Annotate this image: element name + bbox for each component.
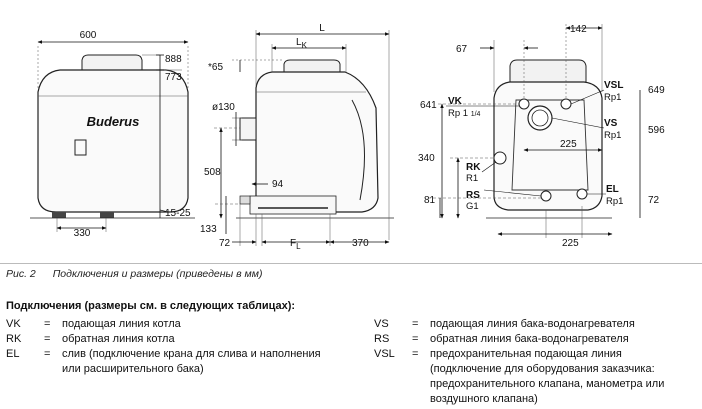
legend-desc: подающая линия котла bbox=[62, 318, 181, 330]
dim-FL-label: FL bbox=[290, 238, 301, 251]
dim-225-upper-label: 225 bbox=[560, 139, 577, 150]
front-view: Buderus 600 888 773 15-25 330 bbox=[30, 30, 195, 239]
dim-596-label: 596 bbox=[648, 125, 665, 136]
legend-desc: слив (подключение крана для слива и напо… bbox=[62, 348, 321, 375]
vs-connection bbox=[527, 105, 553, 131]
legend-code: EL bbox=[6, 348, 20, 360]
el-label: EL bbox=[606, 184, 619, 195]
rear-view: 67 142 641 340 81 225 225 VK Rp 1 1/4 RK… bbox=[418, 24, 665, 249]
legend-code: VSL bbox=[374, 348, 395, 360]
vsl-thread-label: Rp1 bbox=[604, 92, 621, 103]
dim-142-label: 142 bbox=[570, 24, 587, 35]
dim-81-label: 81 bbox=[424, 195, 436, 206]
caption-divider bbox=[0, 263, 702, 264]
dim-340-label: 340 bbox=[418, 153, 435, 164]
flue-pipe bbox=[239, 117, 257, 141]
figure-caption: Рис. 2 Подключения и размеры (приведены … bbox=[6, 268, 262, 280]
dim-72-rear-label: 72 bbox=[648, 195, 660, 206]
dim-67-label: 67 bbox=[456, 44, 468, 55]
el-thread-label: Rp1 bbox=[606, 196, 623, 207]
legend-code: VS bbox=[374, 318, 389, 330]
legend-equals: = bbox=[412, 348, 419, 360]
legend-item: EL = слив (подключение крана для слива и… bbox=[6, 347, 352, 377]
vs-thread-label: Rp1 bbox=[604, 130, 621, 141]
dim-600-label: 600 bbox=[80, 30, 97, 41]
legend-equals: = bbox=[412, 333, 419, 345]
el-connection bbox=[576, 188, 588, 200]
dim-888-label: 888 bbox=[165, 54, 182, 65]
legend-equals: = bbox=[44, 348, 51, 360]
side-view: L LK *65 ø130 508 94 133 72 FL bbox=[200, 23, 394, 251]
legend-desc: обратная линия котла bbox=[62, 333, 175, 345]
rk-connection bbox=[493, 151, 507, 165]
rs-label: RS bbox=[466, 190, 480, 201]
legend-right-column: VS = подающая линия бака-водонагревателя… bbox=[374, 317, 696, 407]
figure-caption-text: Подключения и размеры (приведены в мм) bbox=[52, 268, 263, 280]
legend-equals: = bbox=[412, 318, 419, 330]
dim-641-label: 641 bbox=[420, 100, 437, 111]
legend-code: RK bbox=[6, 333, 22, 345]
legend-title: Подключения (размеры см. в следующих таб… bbox=[6, 300, 296, 312]
legend-item: VK = подающая линия котла bbox=[6, 317, 352, 332]
dim-133-label: 133 bbox=[200, 224, 217, 235]
legend-code: RS bbox=[374, 333, 390, 345]
legend-item: RK = обратная линия котла bbox=[6, 332, 352, 347]
legend-equals: = bbox=[44, 318, 51, 330]
legend-item: VS = подающая линия бака-водонагревателя bbox=[374, 317, 696, 332]
dim-508-label: 508 bbox=[204, 167, 221, 178]
rs-connection bbox=[540, 190, 552, 202]
dim-L-label: L bbox=[319, 23, 325, 34]
dim-649-label: 649 bbox=[648, 85, 665, 96]
dim-370-label: 370 bbox=[352, 238, 369, 249]
vsl-connection bbox=[560, 98, 572, 110]
rk-label: RK bbox=[466, 162, 481, 173]
technical-drawing: Buderus 600 888 773 15-25 330 bbox=[30, 23, 665, 251]
rk-thread-label: R1 bbox=[466, 173, 478, 184]
legend-equals: = bbox=[44, 333, 51, 345]
dim-330-label: 330 bbox=[74, 228, 91, 239]
dim-LK-label: LK bbox=[296, 37, 308, 50]
legend-code: VK bbox=[6, 318, 21, 330]
vk-connection bbox=[518, 98, 530, 110]
legend-desc: обратная линия бака-водонагревателя bbox=[430, 333, 629, 345]
dim-94-label: 94 bbox=[272, 179, 284, 190]
legend-left-column: VK = подающая линия котла RK = обратная … bbox=[6, 317, 352, 377]
vk-thread-label: Rp 1 1/4 bbox=[448, 108, 481, 119]
dim-773-label: 773 bbox=[165, 72, 182, 83]
figure-number: Рис. 2 bbox=[6, 268, 36, 280]
front-panel bbox=[74, 139, 87, 156]
vk-label: VK bbox=[448, 96, 463, 107]
brand-logo: Buderus bbox=[87, 114, 140, 129]
dim-65-label: *65 bbox=[208, 62, 223, 73]
dim-dia130-label: ø130 bbox=[212, 102, 235, 113]
rs-thread-label: G1 bbox=[466, 201, 479, 212]
legend-desc: подающая линия бака-водонагревателя bbox=[430, 318, 635, 330]
vs-label: VS bbox=[604, 118, 618, 129]
vsl-label: VSL bbox=[604, 80, 623, 91]
legend-item: RS = обратная линия бака-водонагревателя bbox=[374, 332, 696, 347]
dim-72-label: 72 bbox=[219, 238, 231, 249]
legend-desc: предохранительная подающая линия(подключ… bbox=[430, 348, 665, 405]
dim-feet-label: 15-25 bbox=[165, 208, 191, 219]
dim-225-lower-label: 225 bbox=[562, 238, 579, 249]
legend-item: VSL = предохранительная подающая линия(п… bbox=[374, 347, 696, 407]
